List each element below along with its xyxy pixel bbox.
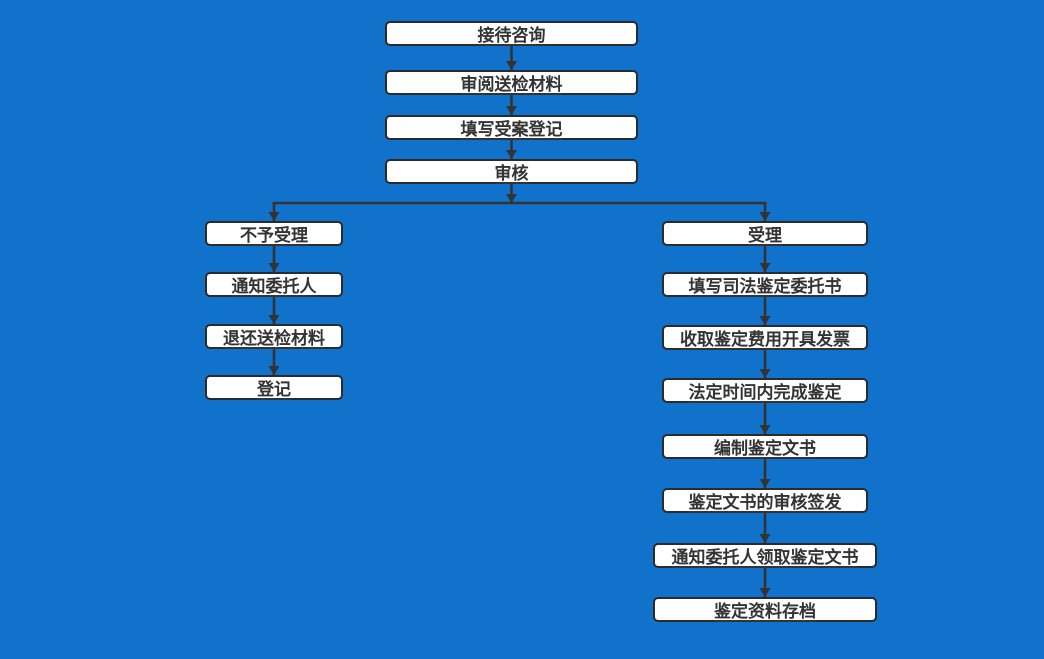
node-collect-fee-issue-invoice: 收取鉴定费用开具发票	[662, 325, 868, 350]
node-review: 审核	[385, 159, 638, 184]
node-review-sign-appraisal-document: 鉴定文书的审核签发	[662, 488, 868, 513]
node-reject-acceptance: 不予受理	[205, 221, 343, 246]
node-archive-appraisal-materials: 鉴定资料存档	[653, 597, 877, 622]
node-complete-within-legal-time: 法定时间内完成鉴定	[662, 378, 868, 403]
node-review-submitted-materials: 审阅送检材料	[385, 70, 638, 95]
node-notify-client-collect-document: 通知委托人领取鉴定文书	[653, 543, 877, 568]
node-registration: 登记	[205, 375, 343, 400]
node-fill-case-registration: 填写受案登记	[385, 115, 638, 140]
node-reception-consultation: 接待咨询	[385, 21, 638, 46]
node-return-materials: 退还送检材料	[205, 324, 343, 349]
node-fill-entrustment-letter: 填写司法鉴定委托书	[662, 272, 868, 297]
node-notify-client: 通知委托人	[205, 272, 343, 297]
node-compile-appraisal-document: 编制鉴定文书	[662, 434, 868, 459]
node-accept: 受理	[662, 221, 868, 246]
